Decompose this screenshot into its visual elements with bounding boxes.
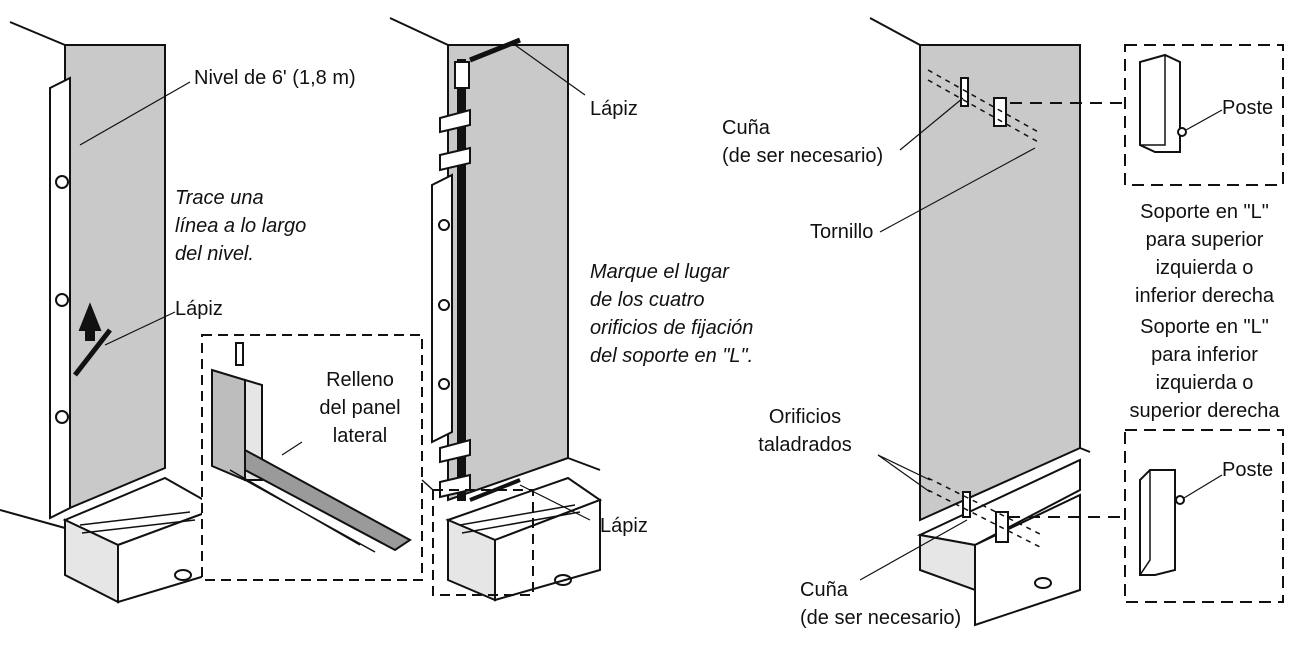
bracket-bottom-label-2: para inferior xyxy=(1151,344,1258,366)
post-top-leader xyxy=(1185,109,1223,131)
mark-instruction-3: orificios de fijación xyxy=(590,317,754,339)
track-clip xyxy=(1034,577,1052,589)
track-clip xyxy=(554,574,572,586)
shim xyxy=(960,77,969,107)
level-vial xyxy=(438,299,450,311)
marked-line xyxy=(457,59,466,501)
detail-box-top xyxy=(1124,44,1284,186)
bracket-edge xyxy=(1140,55,1166,146)
floor-track-front xyxy=(919,533,976,592)
panel-3-drawing xyxy=(859,17,1284,627)
post-bottom-label: Poste xyxy=(1222,459,1274,481)
mark-instruction-4: del soporte en "L". xyxy=(590,345,754,367)
filler-leader xyxy=(281,441,303,456)
shim xyxy=(962,491,971,518)
pencil xyxy=(469,37,521,63)
bracket-mark xyxy=(439,108,471,134)
track-groove xyxy=(459,504,581,534)
level-tool xyxy=(431,173,453,444)
level-leader xyxy=(79,81,191,146)
screw-axis xyxy=(927,477,1043,536)
mark-instruction-2: de los cuatro xyxy=(590,289,705,311)
filler-edge xyxy=(229,469,376,553)
up-arrow-icon xyxy=(78,302,102,341)
level-label: Nivel de 6' (1,8 m) xyxy=(194,67,356,89)
detail-connector xyxy=(421,479,434,491)
pencil-label: Lápiz xyxy=(175,298,223,320)
detail-box-small xyxy=(432,489,534,596)
pencil xyxy=(469,478,521,502)
bracket-bottom-label-4: superior derecha xyxy=(1129,400,1280,422)
shim-top-leader xyxy=(899,97,964,151)
wall-surface xyxy=(64,44,166,512)
post-top-label: Poste xyxy=(1222,97,1274,119)
bracket-detail-bottom xyxy=(1139,469,1176,576)
mark-instruction-1: Marque el lugar xyxy=(590,261,729,283)
level-vial xyxy=(55,175,69,189)
trace-instruction-1: Trace una xyxy=(175,187,264,209)
track-clip xyxy=(174,569,192,581)
floor-line xyxy=(1079,447,1091,453)
screw-label: Tornillo xyxy=(810,221,874,243)
panel-2-drawing xyxy=(201,17,603,602)
track-groove xyxy=(79,511,196,534)
pencil-block xyxy=(454,61,470,89)
level-vial xyxy=(55,293,69,307)
detail-box-bottom xyxy=(1124,429,1284,603)
ceiling-line xyxy=(9,21,66,46)
bracket-top-label-4: inferior derecha xyxy=(1135,285,1274,307)
bracket-mark xyxy=(439,146,471,172)
shim-bottom-label-1: Cuña xyxy=(800,579,848,601)
panel-post xyxy=(235,342,244,366)
pencil-leader xyxy=(104,311,176,346)
filler-label-2: del panel xyxy=(319,397,401,419)
bracket-detail-top xyxy=(1139,53,1181,153)
level-vial xyxy=(438,219,450,231)
floor-track-side xyxy=(974,493,1081,627)
drilled-holes-leader xyxy=(877,454,931,493)
bracket-edge xyxy=(1139,470,1151,576)
filler-label-1: Relleno xyxy=(326,369,394,391)
panel-1-drawing xyxy=(0,21,221,604)
floor-line xyxy=(567,457,601,471)
level-vial xyxy=(55,410,69,424)
ceiling-line xyxy=(869,17,921,46)
floor-track-side xyxy=(494,498,601,602)
shim-bottom-label-2: (de ser necesario) xyxy=(800,607,962,629)
trace-instruction-2: línea a lo largo xyxy=(175,215,307,237)
pencil-bottom-leader xyxy=(519,484,591,521)
l-bracket xyxy=(993,97,1007,127)
filler-strip xyxy=(244,448,412,552)
bracket-bottom-label-3: izquierda o xyxy=(1155,372,1254,394)
pencil-bottom-label: Lápiz xyxy=(600,515,648,537)
screw-axis xyxy=(927,69,1041,134)
pencil xyxy=(73,328,112,377)
level-vial xyxy=(438,378,450,390)
bracket-top-label-1: Soporte en "L" xyxy=(1140,201,1269,223)
screw-axis xyxy=(927,489,1043,549)
bracket-top-label-3: izquierda o xyxy=(1155,257,1254,279)
side-panel xyxy=(211,368,246,482)
pencil-top-leader xyxy=(514,44,586,96)
floor-line xyxy=(0,509,66,529)
shim-bottom-leader xyxy=(859,519,968,581)
shim-top-label-2: (de ser necesario) xyxy=(722,145,884,167)
drilled-holes-label-1: Orificios xyxy=(768,406,842,428)
ceiling-line xyxy=(389,17,449,46)
post-bottom-leader xyxy=(1183,474,1223,499)
bracket-bottom-label-1: Soporte en "L" xyxy=(1140,316,1269,338)
shim-top-label-1: Cuña xyxy=(722,117,770,139)
bracket-mark xyxy=(439,438,471,464)
pencil-top-label: Lápiz xyxy=(590,98,638,120)
bracket-top-label-2: para superior xyxy=(1145,229,1264,251)
post-icon xyxy=(1175,495,1185,505)
screw-leader xyxy=(879,147,1036,233)
screw-axis xyxy=(927,79,1041,144)
post-icon xyxy=(1177,127,1187,137)
filler-label-3: lateral xyxy=(332,425,388,447)
drilled-holes-label-2: taladrados xyxy=(758,434,852,456)
trace-instruction-3: del nivel. xyxy=(175,243,254,265)
